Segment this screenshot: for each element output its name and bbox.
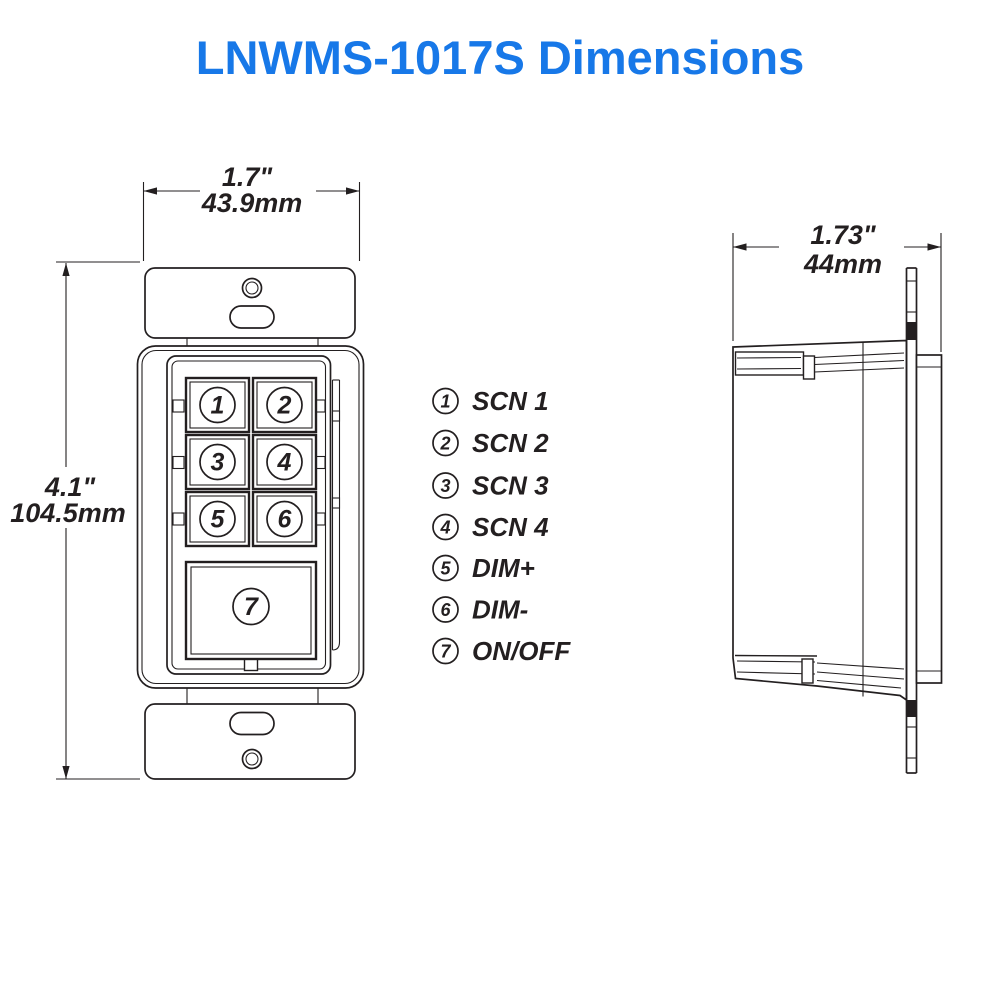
arrow-left-icon <box>143 187 157 195</box>
legend-label: ON/OFF <box>472 636 571 666</box>
bottom-latch-tab-icon <box>243 658 259 672</box>
front-height-inches: 4.1" <box>44 472 97 502</box>
side-body-profile <box>732 339 908 702</box>
legend-badge-icon <box>432 637 459 665</box>
legend-item: 7 ON/OFF <box>432 636 571 666</box>
arrow-left-icon <box>733 243 747 251</box>
front-height-mm: 104.5mm <box>10 498 126 528</box>
front-width-dimension: 1.7" 43.9mm <box>142 162 361 261</box>
button-grid: 1 2 3 4 5 6 <box>184 376 318 548</box>
button-7-badge-icon <box>232 587 270 626</box>
mounting-slot-icon <box>229 711 275 736</box>
front-width-mm: 43.9mm <box>201 188 303 218</box>
button-7-group: 7 <box>184 560 318 672</box>
legend-item: 3 SCN 3 <box>432 471 549 501</box>
legend-badge-icon <box>432 554 459 582</box>
page-title: LNWMS-1017S Dimensions <box>195 31 805 84</box>
legend-badge-icon <box>432 387 459 415</box>
legend-item: 2 SCN 2 <box>432 428 549 458</box>
legend-number: 5 <box>440 559 451 579</box>
button-7-number: 7 <box>244 593 259 621</box>
button-5-number: 5 <box>211 506 226 534</box>
button-3-number: 3 <box>211 449 225 477</box>
legend-item: 6 DIM- <box>432 595 528 625</box>
legend: 1 SCN 1 2 SCN 2 3 SCN 3 4 SCN 4 5 DI <box>432 386 571 666</box>
legend-label: DIM- <box>472 595 528 625</box>
clip-tab-icon <box>172 512 185 526</box>
rear-housing <box>915 354 943 684</box>
arrow-down-icon <box>62 766 70 779</box>
strap-slot-icon <box>906 700 917 717</box>
arrow-right-icon <box>346 187 360 195</box>
legend-number: 6 <box>440 600 451 620</box>
side-depth-dimension: 1.73" 44mm <box>732 220 942 352</box>
top-mounting-plate <box>144 267 356 346</box>
screw-hole-icon <box>241 277 263 299</box>
screw-hole-icon <box>241 748 263 770</box>
side-view: 1.73" 44mm <box>732 220 943 774</box>
legend-label: SCN 2 <box>472 428 549 458</box>
button-7 <box>184 560 318 661</box>
legend-label: SCN 4 <box>472 512 549 542</box>
front-view: 1.7" 43.9mm 4.1" 104.5mm <box>10 162 365 780</box>
legend-number: 7 <box>440 642 451 662</box>
legend-badge-icon <box>432 513 459 541</box>
button-3-badge-icon <box>199 443 236 481</box>
mounting-strap <box>905 267 918 774</box>
side-depth-mm: 44mm <box>803 249 882 279</box>
legend-label: SCN 3 <box>472 471 549 501</box>
button-6-badge-icon <box>266 500 303 538</box>
legend-number: 2 <box>439 434 450 454</box>
side-depth-inches: 1.73" <box>810 220 877 250</box>
button-5-badge-icon <box>199 500 236 538</box>
clip-tab-icon <box>172 399 185 413</box>
legend-number: 1 <box>440 392 450 412</box>
button-4-number: 4 <box>277 449 292 477</box>
arrow-right-icon <box>927 243 941 251</box>
legend-badge-icon <box>432 596 459 623</box>
legend-label: SCN 1 <box>472 386 549 416</box>
legend-item: 5 DIM+ <box>432 553 535 583</box>
legend-number: 3 <box>440 476 450 496</box>
button-2-badge-icon <box>266 386 303 424</box>
button-1-number: 1 <box>211 392 225 420</box>
button-2-number: 2 <box>277 392 292 420</box>
bezel-frame <box>166 355 332 675</box>
legend-label: DIM+ <box>472 553 535 583</box>
legend-item: 1 SCN 1 <box>432 386 549 416</box>
strap-slot-icon <box>906 322 917 340</box>
mounting-slot-icon <box>229 305 275 329</box>
legend-badge-icon <box>432 472 459 499</box>
front-width-inches: 1.7" <box>222 162 274 192</box>
button-4-badge-icon <box>266 443 303 481</box>
button-6-number: 6 <box>278 506 293 534</box>
legend-number: 4 <box>439 518 450 538</box>
clip-tab-icon <box>172 455 185 470</box>
legend-badge-icon <box>432 429 459 457</box>
legend-item: 4 SCN 4 <box>432 512 549 542</box>
button-1-badge-icon <box>199 386 236 424</box>
screw-hole-inner-icon <box>245 281 259 295</box>
bottom-mounting-plate <box>144 688 356 780</box>
front-height-dimension: 4.1" 104.5mm <box>10 261 140 780</box>
screw-hole-inner-icon <box>245 752 259 766</box>
arrow-up-icon <box>62 263 70 276</box>
side-trim-strip <box>331 379 341 651</box>
